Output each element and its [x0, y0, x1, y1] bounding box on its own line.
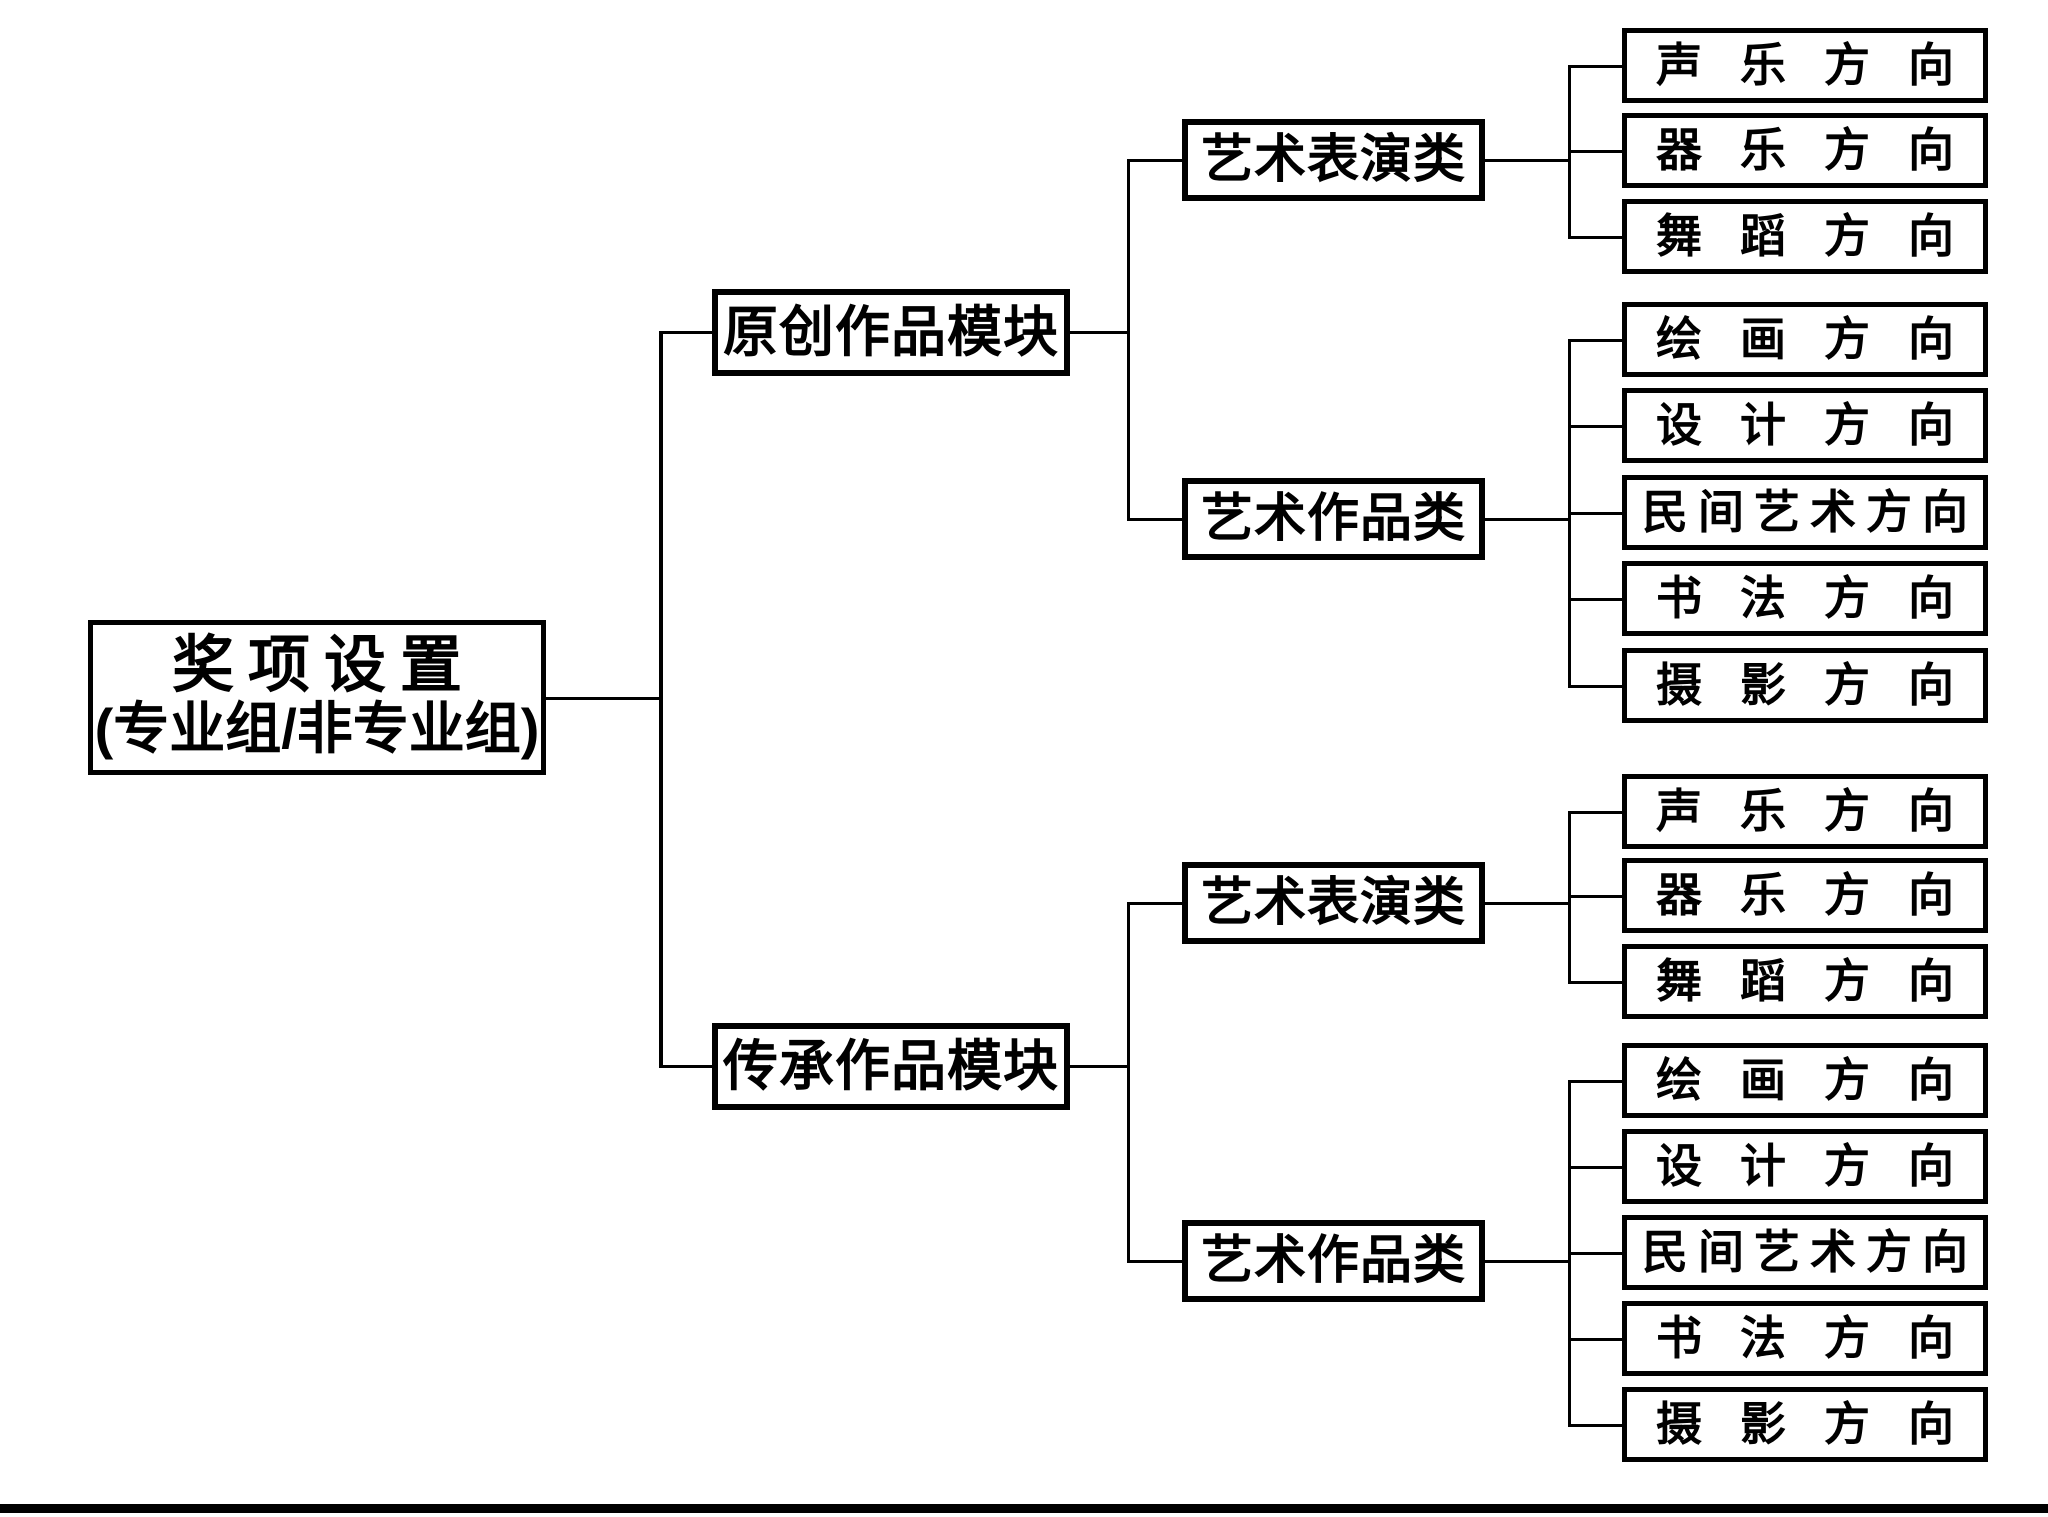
- leaf-label: 声乐方向: [1656, 39, 1992, 92]
- connector-category-0-1-to-leaf-4: [1568, 685, 1624, 688]
- connector-category-1-1-to-leaf-1: [1568, 1166, 1624, 1169]
- connector-category-0-1-to-leaf-3: [1568, 598, 1624, 601]
- node-leaf-instrumental[interactable]: 器乐方向: [1622, 113, 1988, 188]
- category-label: 艺术作品类: [1200, 489, 1466, 548]
- module-label: 原创作品模块: [722, 300, 1059, 363]
- connector-root-to-module-0: [659, 331, 714, 334]
- connector-root-stem: [545, 697, 662, 700]
- connector-category-1-0-to-leaf-0: [1568, 811, 1624, 814]
- node-leaf-folk-art[interactable]: 民间艺术方向: [1622, 1215, 1988, 1290]
- connector-category-1-1-to-leaf-2: [1568, 1252, 1624, 1255]
- node-leaf-calligraphy[interactable]: 书法方向: [1622, 561, 1988, 636]
- node-leaf-painting[interactable]: 绘画方向: [1622, 302, 1988, 377]
- connector-category-0-1-to-leaf-0: [1568, 339, 1624, 342]
- node-category-heritage-performance[interactable]: 艺术表演类: [1182, 862, 1485, 944]
- leaf-label: 书法方向: [1656, 572, 1992, 625]
- connector-root-spine: [659, 331, 663, 1067]
- connector-category-1-0-to-leaf-1: [1568, 895, 1624, 898]
- connector-module-0-to-category-0: [1127, 159, 1184, 162]
- node-leaf-vocal[interactable]: 声乐方向: [1622, 774, 1988, 849]
- node-category-heritage-artwork[interactable]: 艺术作品类: [1182, 1220, 1485, 1302]
- connector-category-1-1-to-leaf-0: [1568, 1080, 1624, 1083]
- connector-category-1-1-stem: [1485, 1260, 1570, 1263]
- leaf-label: 摄影方向: [1656, 659, 1992, 712]
- connector-module-0-to-category-1: [1127, 518, 1184, 521]
- root-title-main: 奖项设置: [171, 630, 476, 700]
- node-leaf-design[interactable]: 设计方向: [1622, 388, 1988, 463]
- category-label: 艺术表演类: [1200, 873, 1466, 932]
- node-leaf-photography[interactable]: 摄影方向: [1622, 648, 1988, 723]
- category-label: 艺术表演类: [1200, 130, 1466, 189]
- node-leaf-calligraphy[interactable]: 书法方向: [1622, 1301, 1988, 1376]
- connector-category-0-0-to-leaf-1: [1568, 150, 1624, 153]
- connector-module-0-stem: [1069, 331, 1129, 334]
- connector-module-1-spine: [1127, 902, 1130, 1262]
- leaf-label: 绘画方向: [1656, 1054, 1992, 1107]
- module-label: 传承作品模块: [722, 1034, 1059, 1097]
- node-category-original-performance[interactable]: 艺术表演类: [1182, 119, 1485, 201]
- leaf-label: 绘画方向: [1656, 313, 1992, 366]
- node-module-original[interactable]: 原创作品模块: [712, 289, 1070, 376]
- connector-category-0-1-stem: [1485, 518, 1570, 521]
- root-title-sub: (专业组/非专业组): [94, 696, 540, 760]
- category-label: 艺术作品类: [1200, 1231, 1466, 1290]
- leaf-label: 设计方向: [1656, 1140, 1992, 1193]
- leaf-label: 声乐方向: [1656, 785, 1992, 838]
- connector-category-1-0-to-leaf-2: [1568, 981, 1624, 984]
- page-bottom-rule: [0, 1504, 2048, 1513]
- connector-module-1-to-category-0: [1127, 902, 1184, 905]
- connector-category-1-1-to-leaf-4: [1568, 1424, 1624, 1427]
- leaf-label: 设计方向: [1656, 399, 1992, 452]
- connector-category-0-0-to-leaf-2: [1568, 236, 1624, 239]
- node-leaf-design[interactable]: 设计方向: [1622, 1129, 1988, 1204]
- leaf-label: 舞蹈方向: [1656, 210, 1992, 263]
- leaf-label: 器乐方向: [1656, 869, 1992, 922]
- node-leaf-dance[interactable]: 舞蹈方向: [1622, 199, 1988, 274]
- leaf-label: 器乐方向: [1656, 124, 1992, 177]
- connector-module-0-spine: [1127, 159, 1130, 521]
- node-root[interactable]: 奖项设置 (专业组/非专业组): [88, 620, 546, 775]
- leaf-label: 舞蹈方向: [1656, 955, 1992, 1008]
- connector-category-1-0-stem: [1485, 902, 1570, 905]
- node-leaf-folk-art[interactable]: 民间艺术方向: [1622, 475, 1988, 550]
- connector-module-1-stem: [1069, 1065, 1129, 1068]
- connector-root-to-module-1: [659, 1065, 714, 1068]
- leaf-label: 摄影方向: [1656, 1398, 1992, 1451]
- connector-category-1-1-to-leaf-3: [1568, 1338, 1624, 1341]
- connector-category-0-1-to-leaf-1: [1568, 425, 1624, 428]
- connector-category-0-0-stem: [1485, 159, 1570, 162]
- connector-category-0-1-to-leaf-2: [1568, 512, 1624, 515]
- leaf-label: 民间艺术方向: [1642, 1226, 1978, 1279]
- node-module-heritage[interactable]: 传承作品模块: [712, 1023, 1070, 1110]
- node-leaf-dance[interactable]: 舞蹈方向: [1622, 944, 1988, 1019]
- node-leaf-vocal[interactable]: 声乐方向: [1622, 28, 1988, 103]
- connector-module-1-to-category-1: [1127, 1260, 1184, 1263]
- node-category-original-artwork[interactable]: 艺术作品类: [1182, 478, 1485, 560]
- node-leaf-photography[interactable]: 摄影方向: [1622, 1387, 1988, 1462]
- node-leaf-instrumental[interactable]: 器乐方向: [1622, 858, 1988, 933]
- node-leaf-painting[interactable]: 绘画方向: [1622, 1043, 1988, 1118]
- connector-category-0-0-to-leaf-0: [1568, 65, 1624, 68]
- leaf-label: 民间艺术方向: [1642, 486, 1978, 539]
- leaf-label: 书法方向: [1656, 1312, 1992, 1365]
